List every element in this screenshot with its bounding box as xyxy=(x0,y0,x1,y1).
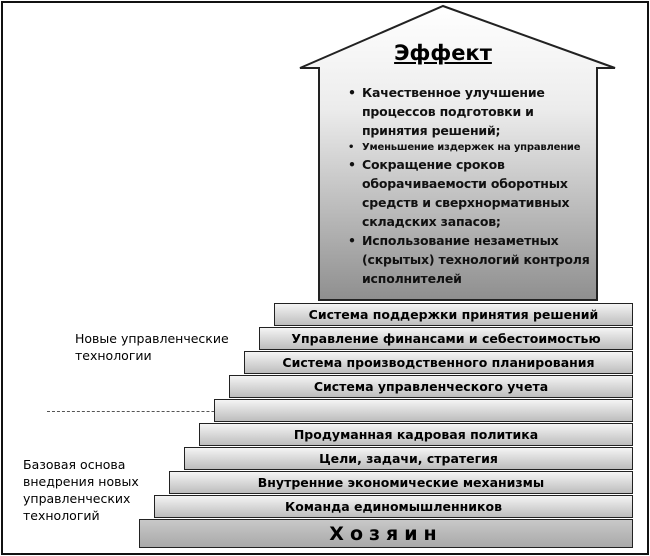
step-finance-cost: Управление финансами и себестоимостью xyxy=(259,327,633,350)
step-economic-mechanisms: Внутренние экономические механизмы xyxy=(169,471,633,494)
effect-item-1: Качественное улучшение процессов подгото… xyxy=(348,83,598,140)
step-management-accounting: Система управленческого учета xyxy=(229,375,633,398)
effect-item-2: Уменьшение издержек на управление xyxy=(348,140,598,155)
step-production-planning: Система производственного планирования xyxy=(244,351,633,374)
step-decision-support: Система поддержки принятия решений xyxy=(274,303,633,326)
step-goals-strategy: Цели, задачи, стратегия xyxy=(184,447,633,470)
step-owner: Хозяин xyxy=(139,519,633,548)
new-tech-label: Новые управленческие технологии xyxy=(75,331,229,363)
base-label: Базовая основа внедрения новых управленч… xyxy=(23,457,139,523)
effect-item-3: Сокращение сроков оборачиваемости оборот… xyxy=(348,155,598,231)
step-blank xyxy=(214,399,633,422)
step-team: Команда единомышленников xyxy=(154,495,633,518)
effect-title: Эффект xyxy=(394,41,492,65)
effect-list: Качественное улучшение процессов подгото… xyxy=(348,83,598,288)
step-personnel-policy: Продуманная кадровая политика xyxy=(199,423,633,446)
effect-item-4: Использование незаметных (скрытых) техно… xyxy=(348,231,598,288)
